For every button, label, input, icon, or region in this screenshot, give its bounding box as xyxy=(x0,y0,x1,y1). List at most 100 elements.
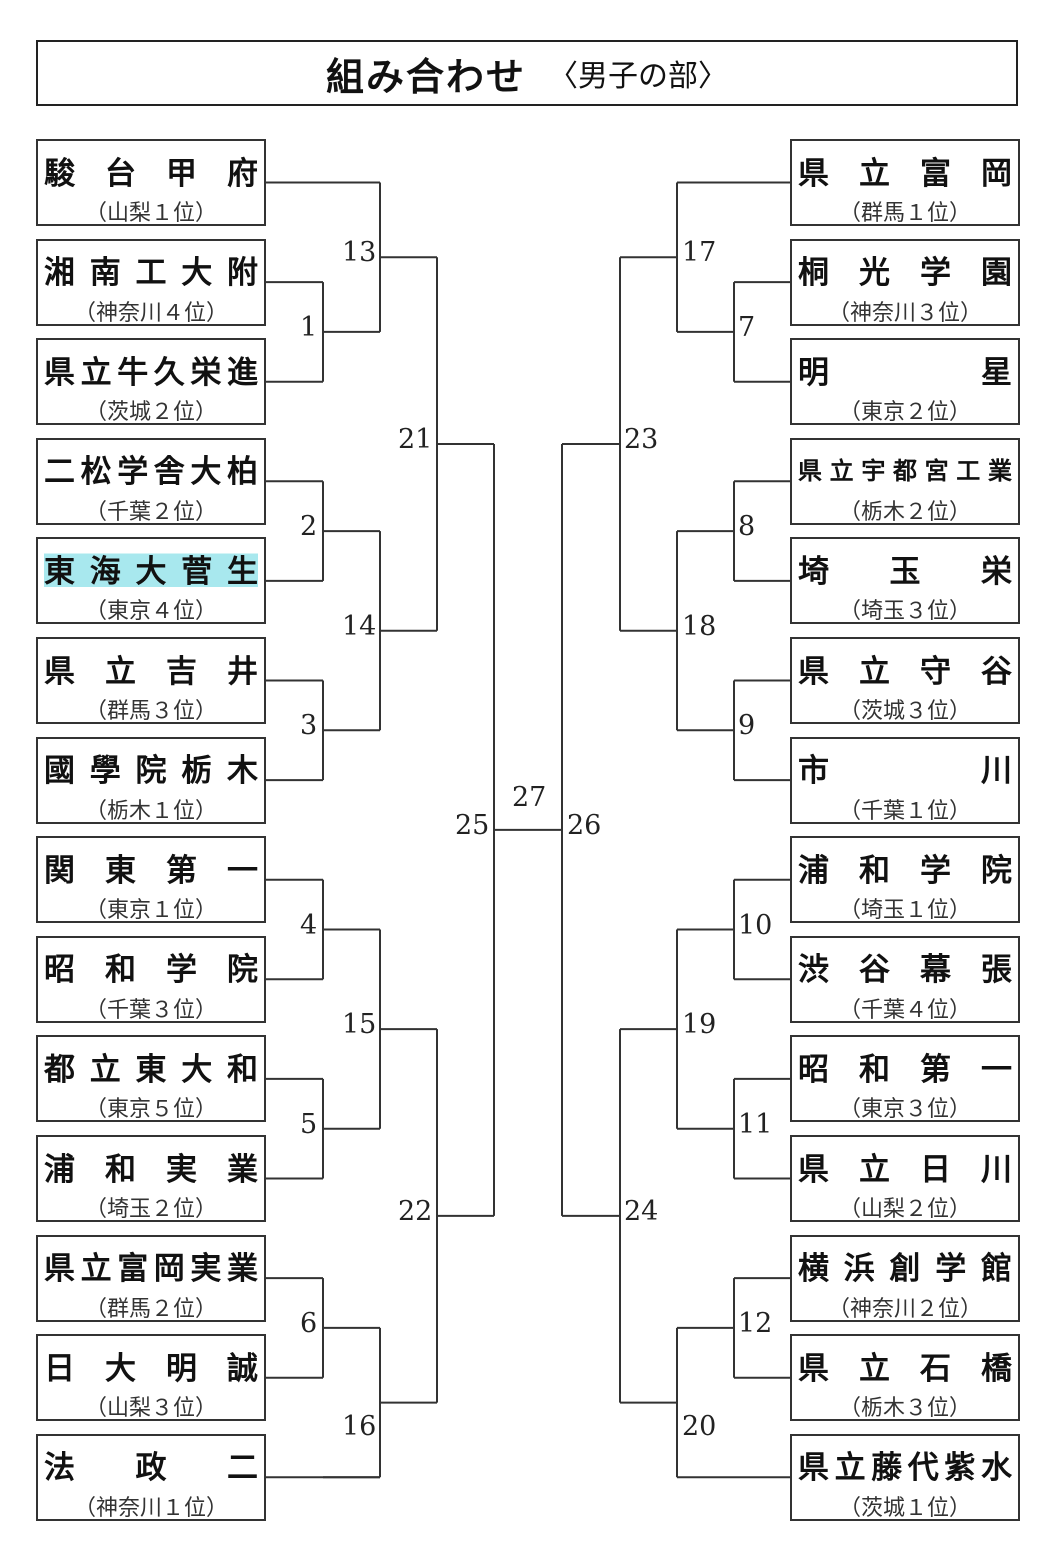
team-prefecture-rank: （栃木２位） xyxy=(838,499,971,525)
team-name: 県立吉井 xyxy=(44,653,258,690)
team-prefecture-rank: （東京１位） xyxy=(84,898,217,924)
match-number-27: 27 xyxy=(512,781,547,813)
team-name: 埼玉栄 xyxy=(798,553,1012,590)
team-box-right-12: 横浜創学館（神奈川２位） xyxy=(790,1234,1020,1322)
team-box-right-7: 市川 （千葉１位） xyxy=(790,736,1020,824)
team-name: 関東第一 xyxy=(44,852,258,889)
team-prefecture-rank: （栃木１位） xyxy=(84,798,217,824)
team-prefecture-rank: （埼玉２位） xyxy=(84,1197,217,1222)
team-prefecture-rank: （茨城２位） xyxy=(84,400,217,426)
team-box-left-8: 関東第一 （東京１位） xyxy=(36,836,266,924)
match-number-14: 14 xyxy=(342,610,377,642)
team-name: 明星 xyxy=(798,354,1012,391)
team-box-left-4: 二松学舎大柏（千葉２位） xyxy=(36,437,266,525)
team-box-left-6: 県立吉井 （群馬３位） xyxy=(36,637,266,724)
match-number-20: 20 xyxy=(682,1410,717,1442)
team-box-right-4: 県立宇都宮工業 （栃木２位） xyxy=(790,437,1020,525)
team-name: 日大明誠 xyxy=(44,1350,258,1387)
match-number-25: 25 xyxy=(455,809,490,841)
match-number-23: 23 xyxy=(624,423,659,455)
team-name: 渋谷幕張 xyxy=(798,952,1012,989)
team-prefecture-rank: （神奈川１位） xyxy=(73,1495,228,1521)
match-number-1: 1 xyxy=(300,311,318,343)
team-prefecture-rank: （千葉４位） xyxy=(838,997,971,1023)
match-number-19: 19 xyxy=(682,1009,717,1041)
page-title: 組み合わせ xyxy=(325,54,526,99)
match-number-16: 16 xyxy=(342,1410,377,1442)
match-number-24: 24 xyxy=(624,1195,659,1227)
team-box-right-3: 明星 （東京２位） xyxy=(790,338,1020,426)
team-name: 湘南工大附 xyxy=(44,255,258,292)
team-box-right-11: 県立日川 （山梨２位） xyxy=(790,1135,1020,1222)
team-prefecture-rank: （千葉３位） xyxy=(84,997,217,1023)
team-prefecture-rank: （群馬３位） xyxy=(84,699,217,724)
team-prefecture-rank: （山梨１位） xyxy=(84,201,217,226)
match-number-4: 4 xyxy=(300,909,318,941)
match-number-12: 12 xyxy=(738,1307,773,1339)
team-prefecture-rank: （東京３位） xyxy=(838,1097,971,1123)
team-name: 法政二 xyxy=(44,1450,258,1487)
team-box-left-7: 國學院栃木 （栃木１位） xyxy=(36,736,266,824)
team-prefecture-rank: （埼玉３位） xyxy=(838,599,971,625)
team-box-right-1: 県立富岡 （群馬１位） xyxy=(790,139,1020,226)
team-box-right-14: 県立藤代紫水 （茨城１位） xyxy=(790,1433,1020,1521)
team-prefecture-rank: （茨城１位） xyxy=(838,1495,971,1521)
match-number-5: 5 xyxy=(300,1108,318,1140)
team-prefecture-rank: （神奈川３位） xyxy=(827,300,982,326)
team-name: 昭和学院 xyxy=(44,952,258,989)
team-box-left-2: 湘南工大附 （神奈川４位） xyxy=(36,238,266,326)
team-prefecture-rank: （茨城３位） xyxy=(838,699,971,724)
team-prefecture-rank: （千葉１位） xyxy=(838,798,971,824)
team-box-left-9: 昭和学院 （千葉３位） xyxy=(36,935,266,1023)
team-box-right-8: 浦和学院 （埼玉１位） xyxy=(790,836,1020,924)
team-box-right-5: 埼玉栄 （埼玉３位） xyxy=(790,537,1020,625)
team-name: 市川 xyxy=(798,753,1012,790)
team-name: 県立藤代紫水 xyxy=(798,1450,1012,1487)
team-name: 県立宇都宮工業 xyxy=(798,457,1012,486)
team-prefecture-rank: （山梨３位） xyxy=(84,1396,217,1422)
match-number-7: 7 xyxy=(738,311,756,343)
team-name: 都立東大和 xyxy=(44,1051,258,1088)
match-number-2: 2 xyxy=(300,511,318,543)
team-name: 國學院栃木 xyxy=(44,753,258,790)
bracket-title-box: 組み合わせ 〈男子の部〉 xyxy=(36,40,1018,106)
team-name: 二松学舎大柏 xyxy=(44,454,258,491)
team-name: 県立日川 xyxy=(798,1151,1012,1188)
team-prefecture-rank: （神奈川４位） xyxy=(73,300,228,326)
team-prefecture-rank: （群馬２位） xyxy=(84,1296,217,1322)
team-box-left-14: 法政二 （神奈川１位） xyxy=(36,1433,266,1521)
match-number-8: 8 xyxy=(738,511,756,543)
team-box-right-13: 県立石橋 （栃木３位） xyxy=(790,1334,1020,1422)
team-box-left-11: 浦和実業 （埼玉２位） xyxy=(36,1135,266,1222)
team-name: 桐光学園 xyxy=(798,255,1012,292)
team-name: 県立富岡実業 xyxy=(44,1251,258,1288)
team-name: 県立石橋 xyxy=(798,1350,1012,1387)
match-number-10: 10 xyxy=(738,909,773,941)
team-name: 浦和実業 xyxy=(44,1151,258,1188)
team-box-left-13: 日大明誠 （山梨３位） xyxy=(36,1334,266,1422)
team-name: 駿台甲府 xyxy=(44,155,258,192)
match-number-21: 21 xyxy=(398,423,433,455)
team-name: 県立守谷 xyxy=(798,653,1012,690)
team-prefecture-rank: （山梨２位） xyxy=(838,1197,971,1222)
team-prefecture-rank: （栃木３位） xyxy=(838,1396,971,1422)
match-number-9: 9 xyxy=(738,710,756,742)
team-prefecture-rank: （東京２位） xyxy=(838,400,971,426)
team-name: 浦和学院 xyxy=(798,852,1012,889)
match-number-15: 15 xyxy=(342,1009,377,1041)
match-number-26: 26 xyxy=(567,809,602,841)
match-number-22: 22 xyxy=(398,1195,433,1227)
team-prefecture-rank: （東京４位） xyxy=(84,599,217,625)
team-box-left-10: 都立東大和（東京５位） xyxy=(36,1035,266,1123)
team-box-right-2: 桐光学園 （神奈川３位） xyxy=(790,238,1020,326)
team-box-right-9: 渋谷幕張 （千葉４位） xyxy=(790,935,1020,1023)
team-prefecture-rank: （埼玉１位） xyxy=(838,898,971,924)
team-box-left-5: 東海大菅生 （東京４位） xyxy=(36,537,266,625)
team-prefecture-rank: （群馬１位） xyxy=(838,201,971,226)
team-box-left-1: 駿台甲府 （山梨１位） xyxy=(36,139,266,226)
match-number-13: 13 xyxy=(342,237,377,269)
team-name: 県立富岡 xyxy=(798,155,1012,192)
team-name: 東海大菅生 xyxy=(44,547,258,590)
team-name: 横浜創学館 xyxy=(798,1251,1012,1288)
